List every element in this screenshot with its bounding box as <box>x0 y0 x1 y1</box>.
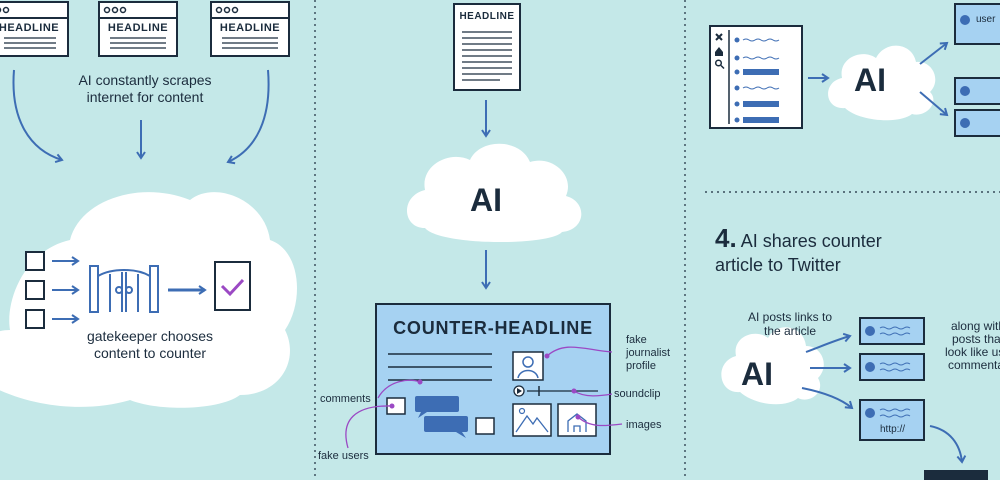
browser-headline-1: HEADLINE <box>0 22 60 34</box>
gatekeeper-caption: gatekeeper chooses content to counter <box>86 328 214 361</box>
counter-article-preview <box>924 470 988 480</box>
images-label: images <box>626 419 662 431</box>
along-with-caption: along with posts that look like use comm… <box>944 319 1000 372</box>
browser-headline-2: HEADLINE <box>107 22 169 34</box>
http-link-text: http:// <box>880 424 906 435</box>
counter-article-card <box>375 303 611 455</box>
profile-photo-icon <box>512 351 544 381</box>
step-number: 4. <box>715 223 737 253</box>
ai-label-center: AI <box>470 182 502 218</box>
doc-headline: HEADLINE <box>459 11 515 22</box>
posts-links-caption: AI posts links to the article <box>747 310 833 338</box>
step-4-title: 4. AI shares counter article to Twitter <box>715 223 882 275</box>
user-profile-cards <box>954 3 1000 137</box>
comments-label: comments <box>320 393 371 405</box>
annotation-lines <box>345 346 623 449</box>
scrape-caption: AI constantly scrapes internet for conte… <box>78 72 212 105</box>
fake-users-label: fake users <box>318 450 369 462</box>
headline-document <box>453 3 521 91</box>
user-card-label: user <box>976 14 996 25</box>
panel-dividers <box>314 0 1000 480</box>
ai-cloud-right <box>828 45 936 121</box>
browser-headline-3: HEADLINE <box>219 22 281 34</box>
ai-cloud-twitter <box>721 327 824 405</box>
selected-document-icon <box>214 261 251 311</box>
soundclip-player-icon <box>513 385 598 397</box>
post-arrows <box>801 332 854 410</box>
scrape-arrows <box>12 69 270 165</box>
tweet-cards <box>859 317 925 441</box>
scraped-page-icon <box>709 25 803 129</box>
gatekeeper-cloud <box>0 192 297 408</box>
browser-window-3 <box>210 1 290 57</box>
soundclip-label: soundclip <box>614 388 661 400</box>
image-thumbnail-1 <box>512 403 552 437</box>
browser-window-1 <box>0 1 69 57</box>
link-to-article-arrow <box>929 425 967 464</box>
counter-headline-title: COUNTER-HEADLINE <box>393 318 593 338</box>
ai-cloud-center <box>406 143 582 243</box>
browser-window-2 <box>98 1 178 57</box>
box-arrows <box>52 256 80 324</box>
gate-icon <box>89 265 159 313</box>
fake-journalist-profile-label: fake journalist profile <box>626 334 671 372</box>
ai-output-arrows-top <box>919 41 949 117</box>
ai-label-right: AI <box>854 62 886 98</box>
comment-thread <box>386 396 495 438</box>
image-thumbnail-2 <box>557 403 597 437</box>
candidate-boxes <box>25 251 45 329</box>
ai-label-twitter: AI <box>741 356 773 392</box>
